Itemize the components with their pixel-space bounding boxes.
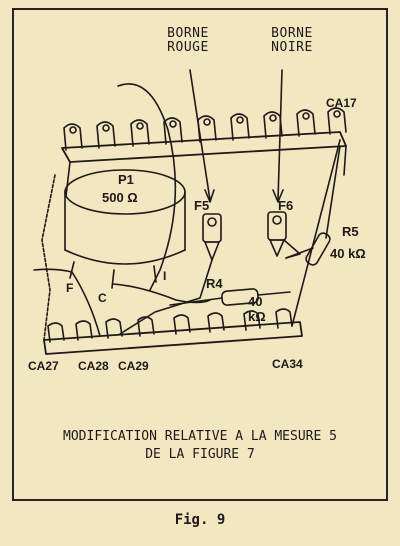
wire-loop-top <box>117 83 177 291</box>
label-ca17: CA17 <box>326 96 357 110</box>
potentiometer-p1 <box>64 169 186 289</box>
top-terminal-strip <box>61 131 347 197</box>
arrow-borne-rouge <box>204 189 215 203</box>
label-ca28: CA28 <box>78 359 109 373</box>
label-ca27: CA27 <box>28 359 59 373</box>
figure-frame <box>12 8 388 501</box>
fuse-f6 <box>267 211 287 257</box>
label-f6: F6 <box>278 198 293 213</box>
label-r5: R5 <box>342 224 359 239</box>
label-ca34: CA34 <box>272 357 303 371</box>
label-f5: F5 <box>194 198 209 213</box>
arrow-borne-noire <box>272 189 284 203</box>
figure-number: Fig. 9 <box>174 512 226 528</box>
caption-line1: MODIFICATION RELATIVE A LA MESURE 5 <box>63 429 337 444</box>
label-pin-c: C <box>98 291 107 305</box>
figure-caption: MODIFICATION RELATIVE A LA MESURE 5 DE L… <box>20 428 380 464</box>
label-ca29: CA29 <box>118 359 149 373</box>
label-r4-value-2: kΩ <box>248 309 266 324</box>
caption-line2: DE LA FIGURE 7 <box>145 447 255 462</box>
borne-noire-line1: BORNE <box>271 26 313 41</box>
borne-noire-label: BORNE NOIRE <box>262 27 322 55</box>
wire-ca17 <box>291 139 341 327</box>
wire-left <box>33 268 101 337</box>
wire-f6-r5 <box>283 239 301 259</box>
bottom-terminal-strip <box>43 321 303 355</box>
label-p1: P1 <box>118 172 134 187</box>
borne-rouge-line1: BORNE <box>167 26 209 41</box>
wire-c <box>112 283 211 304</box>
left-outline <box>41 174 56 341</box>
wire-f5-down <box>119 259 213 335</box>
label-r4-value-1: 40 <box>248 294 262 309</box>
top-lugs <box>63 107 347 151</box>
borne-rouge-line2: ROUGE <box>167 40 209 55</box>
resistor-r4 <box>169 288 291 306</box>
wire-borne-noire <box>277 69 283 201</box>
borne-rouge-label: BORNE ROUGE <box>158 27 218 55</box>
borne-noire-line2: NOIRE <box>271 40 313 55</box>
label-pin-i: I <box>163 269 166 283</box>
bottom-lugs <box>47 308 293 343</box>
wire-borne-rouge <box>189 69 211 201</box>
label-r5-value: 40 kΩ <box>330 246 366 261</box>
label-pin-f: F <box>66 281 73 295</box>
label-p1-value: 500 Ω <box>102 190 138 205</box>
fuse-f5 <box>202 213 222 261</box>
label-r4: R4 <box>206 276 223 291</box>
